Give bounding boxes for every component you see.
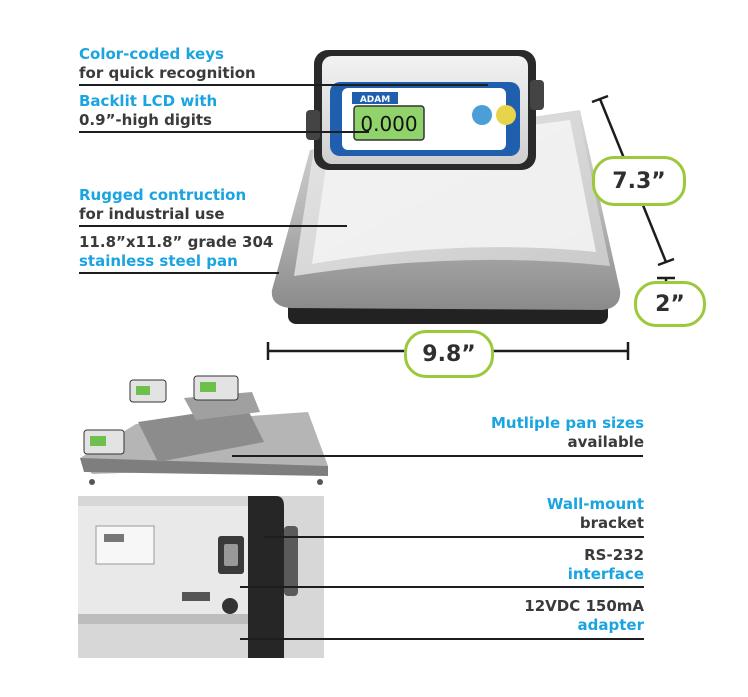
leader-line-adapter xyxy=(240,638,644,640)
feature-adapter-title: 12VDC 150mA xyxy=(524,597,644,615)
leader-line-rugged xyxy=(79,225,347,227)
dimension-height: 2” xyxy=(634,281,706,327)
lcd-readout: 0.000 xyxy=(360,112,417,136)
feature-pans-title: Mutliple pan sizes xyxy=(491,414,644,432)
scale-illustration: ADAM 0.000 xyxy=(271,50,621,324)
feature-keys-desc: for quick recognition xyxy=(79,64,256,82)
dimension-depth: 7.3” xyxy=(592,156,686,206)
leader-line-bracket xyxy=(264,536,644,538)
dimension-width: 9.8” xyxy=(404,330,494,378)
feature-rugged-desc: for industrial use xyxy=(79,205,225,223)
leader-line-lcd xyxy=(79,131,369,133)
feature-bracket-desc: bracket xyxy=(579,514,644,532)
photo-back-panel xyxy=(78,496,324,658)
leader-line-keys xyxy=(79,84,488,86)
feature-lcd-desc: 0.9”-high digits xyxy=(79,111,212,129)
leader-line-pans xyxy=(232,455,643,457)
brand-logo: ADAM xyxy=(360,95,390,105)
feature-rugged-title: Rugged contruction xyxy=(79,186,247,204)
feature-pans-desc: available xyxy=(567,433,644,451)
photo-multiple-pan-sizes xyxy=(80,375,328,485)
feature-rs232-title: RS-232 xyxy=(584,546,644,564)
feature-pan-title: 11.8”x11.8” grade 304 xyxy=(79,233,274,251)
leader-line-rs232 xyxy=(240,586,644,588)
feature-rs232-desc: interface xyxy=(567,565,644,583)
feature-keys-title: Color-coded keys xyxy=(79,45,224,63)
feature-bracket-title: Wall-mount xyxy=(546,495,644,513)
feature-lcd-title: Backlit LCD with xyxy=(79,92,218,110)
feature-pan-desc: stainless steel pan xyxy=(79,252,238,270)
feature-adapter-desc: adapter xyxy=(577,616,644,634)
leader-line-pan xyxy=(79,272,279,274)
